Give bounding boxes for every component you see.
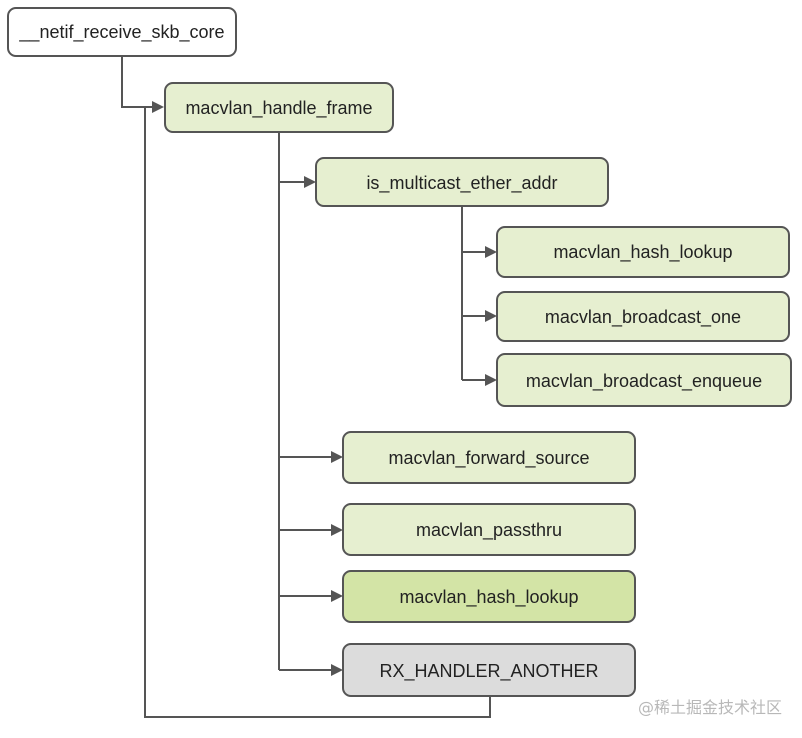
node-macvlan-handle-frame: macvlan_handle_frame — [164, 82, 394, 133]
node-macvlan-forward-source: macvlan_forward_source — [342, 431, 636, 484]
node-box — [342, 643, 636, 697]
connector-rx-handler-loop-back — [144, 107, 491, 718]
node-box — [496, 226, 790, 278]
node-rx-handler-another: RX_HANDLER_ANOTHER — [342, 643, 636, 697]
node-label: RX_HANDLER_ANOTHER — [379, 661, 598, 682]
arrowhead — [485, 310, 497, 322]
arrowhead — [485, 374, 497, 386]
arrowhead — [331, 590, 343, 602]
node-box — [496, 291, 790, 342]
node-label: macvlan_broadcast_enqueue — [526, 371, 762, 392]
arrowhead — [331, 524, 343, 536]
node-label: macvlan_passthru — [416, 520, 562, 541]
arrowhead — [331, 451, 343, 463]
node-label: macvlan_broadcast_one — [545, 307, 741, 328]
node-label: macvlan_hash_lookup — [553, 242, 732, 263]
node-macvlan-passthru: macvlan_passthru — [342, 503, 636, 556]
arrowhead — [152, 101, 164, 113]
node-netif-receive-skb-core: __netif_receive_skb_core — [7, 7, 237, 57]
node-macvlan-hash-lookup: macvlan_hash_lookup — [342, 570, 636, 623]
node-is-multicast-ether-addr: is_multicast_ether_addr — [315, 157, 609, 207]
node-label: is_multicast_ether_addr — [366, 173, 557, 194]
node-label: macvlan_forward_source — [388, 448, 589, 469]
arrowhead — [331, 664, 343, 676]
node-box — [342, 503, 636, 556]
node-box — [7, 7, 237, 57]
watermark: @稀土掘金技术社区 — [637, 698, 782, 717]
node-label: __netif_receive_skb_core — [18, 22, 224, 43]
node-box — [342, 570, 636, 623]
node-macvlan-broadcast-enqueue: macvlan_broadcast_enqueue — [496, 353, 792, 407]
node-label: macvlan_hash_lookup — [399, 587, 578, 608]
node-label: macvlan_handle_frame — [185, 98, 372, 119]
arrowhead — [485, 246, 497, 258]
node-box — [496, 353, 792, 407]
node-box — [342, 431, 636, 484]
node-box — [315, 157, 609, 207]
nodes: __netif_receive_skb_core macvlan_handle_… — [7, 7, 792, 697]
node-box — [164, 82, 394, 133]
arrowhead — [304, 176, 316, 188]
connectors — [121, 56, 497, 718]
node-macvlan-broadcast-one: macvlan_broadcast_one — [496, 291, 790, 342]
connector-netif-to-handle-frame — [121, 56, 152, 108]
node-macvlan-hash-lookup-multicast: macvlan_hash_lookup — [496, 226, 790, 278]
